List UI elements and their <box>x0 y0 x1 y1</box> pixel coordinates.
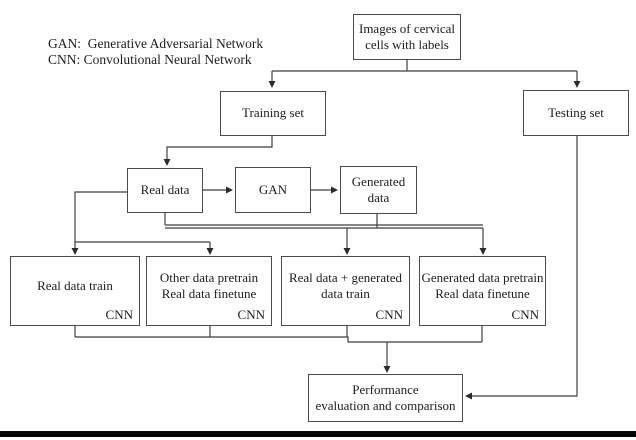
node-label: Generated data <box>351 173 406 205</box>
cnn-tag: CNN <box>237 306 265 322</box>
cnn-tag: CNN <box>105 306 133 322</box>
bottom-divider <box>0 431 636 437</box>
node-label: GAN <box>258 181 288 197</box>
node-label: Real data <box>140 182 190 198</box>
node-images-of-cervical-cells: Images of cervical cells with labels <box>353 14 461 60</box>
node-label: Generated data pretrain Real data finetu… <box>421 269 544 301</box>
node-label: Performance evaluation and comparison <box>315 381 456 413</box>
legend-gan-definition: GAN: Generative Adversarial Network <box>48 36 264 51</box>
node-label: Testing set <box>548 104 604 120</box>
node-training-set: Training set <box>220 91 326 136</box>
node-label: Real data train <box>37 277 113 293</box>
node-performance-evaluation: Performance evaluation and comparison <box>308 374 463 422</box>
legend: GAN: Generative Adversarial Network CNN:… <box>48 36 263 69</box>
cnn-tag: CNN <box>375 306 403 322</box>
node-cnn-generated-data-pretrain: Generated data pretrain Real data finetu… <box>419 256 546 326</box>
node-cnn-real-data-train: Real data train CNN <box>10 256 140 326</box>
node-cnn-real-plus-generated-train: Real data + generated data train CNN <box>281 256 410 326</box>
node-label: Other data pretrain Real data finetune <box>159 269 259 301</box>
node-cnn-other-data-pretrain: Other data pretrain Real data finetune C… <box>146 256 272 326</box>
node-testing-set: Testing set <box>523 90 629 136</box>
node-gan: GAN <box>235 167 311 213</box>
node-real-data: Real data <box>127 168 203 213</box>
legend-cnn-definition: CNN: Convolutional Neural Network <box>48 52 252 68</box>
node-generated-data: Generated data <box>340 166 417 214</box>
node-label: Real data + generated data train <box>288 269 403 301</box>
node-label: Training set <box>242 105 304 121</box>
node-label: Images of cervical cells with labels <box>358 20 455 52</box>
cnn-tag: CNN <box>511 306 539 322</box>
